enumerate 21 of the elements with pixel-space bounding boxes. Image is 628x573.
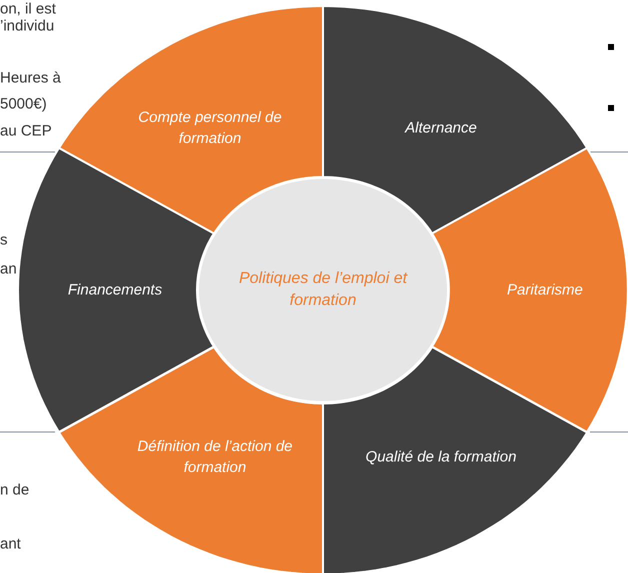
ring-segment <box>432 148 628 432</box>
center-title: Politiques de l’emploi et formation <box>238 268 408 311</box>
text-fragment: an <box>0 260 17 278</box>
ring-segment <box>323 346 588 573</box>
segment-label: Compte personnel de formation <box>137 108 282 149</box>
text-fragment: ant <box>0 536 21 552</box>
text-fragment: s <box>0 232 8 248</box>
text-fragment: au CEP <box>0 122 52 140</box>
ring-segment <box>18 148 214 432</box>
text-fragment: Heures à <box>0 70 61 86</box>
segment-label: Définition de l’action de formation <box>136 437 294 478</box>
text-fragment: ’individu <box>0 18 54 34</box>
segment-label: Paritarisme <box>506 280 584 300</box>
ring-segment <box>323 6 588 234</box>
segment-label: Financements <box>66 280 164 300</box>
segment-label: Qualité de la formation <box>364 448 518 468</box>
ring-segment <box>58 346 323 573</box>
text-fragment: 5000€) <box>0 96 47 112</box>
segment-label: Alternance <box>404 118 478 138</box>
text-fragment: on, il est <box>0 0 56 18</box>
text-fragment: n de <box>0 482 30 498</box>
